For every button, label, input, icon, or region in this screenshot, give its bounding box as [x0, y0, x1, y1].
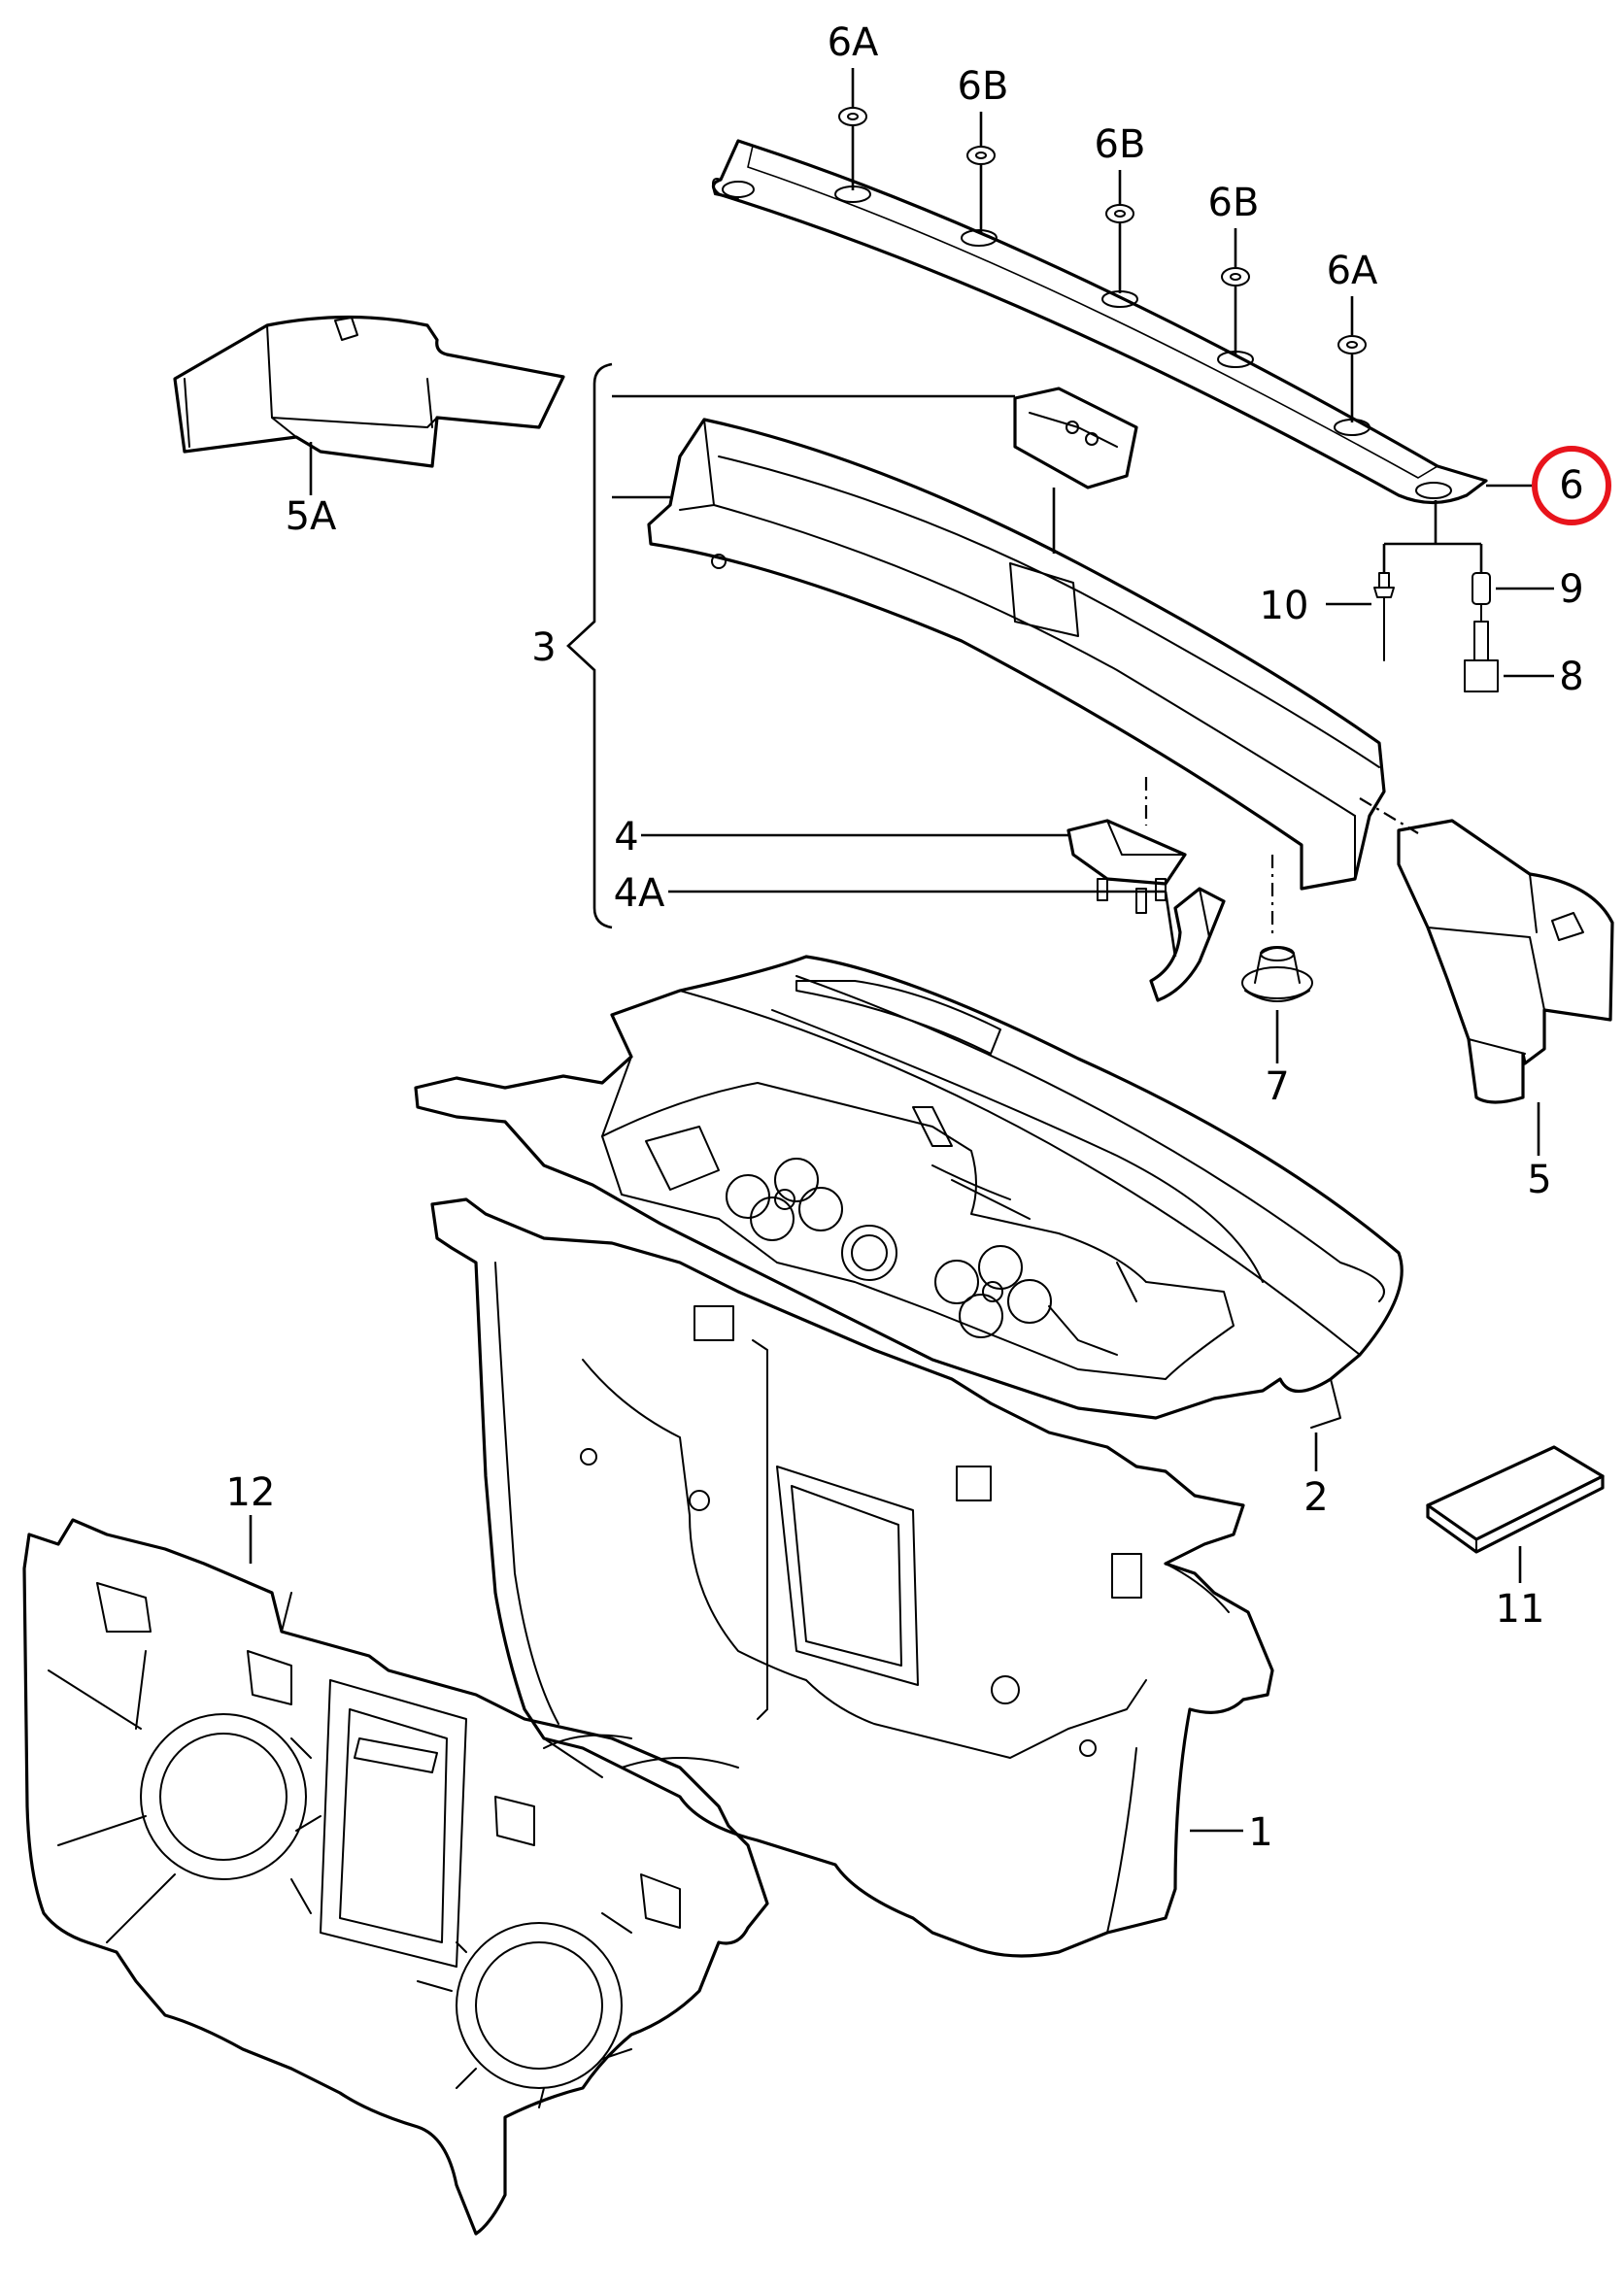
washers-6A-6B: [838, 68, 1367, 422]
part-4-clip: [641, 777, 1187, 901]
label-6A-top: 6A: [828, 20, 879, 65]
label-6A-right: 6A: [1327, 249, 1378, 293]
label-6B-1: 6B: [958, 64, 1009, 109]
label-3: 3: [531, 625, 556, 670]
highlight-circle: [1532, 446, 1611, 525]
label-2: 2: [1303, 1475, 1328, 1520]
label-8: 8: [1559, 655, 1583, 699]
label-6B-2: 6B: [1095, 122, 1146, 167]
part-7-plug: [1241, 855, 1313, 1063]
part-3-cross-member: [647, 418, 1386, 891]
label-12: 12: [226, 1470, 276, 1515]
label-5: 5: [1527, 1158, 1551, 1202]
part-5-right-bracket: [1359, 797, 1614, 1156]
label-4A: 4A: [614, 871, 665, 916]
part-12-insulation-mat: [22, 1515, 769, 2236]
fasteners-8-9-10: [1326, 484, 1554, 692]
part-1-rear-panel: [430, 1197, 1274, 1958]
label-6B-3: 6B: [1208, 181, 1260, 225]
part-5A-left-bracket: [173, 315, 565, 495]
part-6-cover-strip: [711, 139, 1488, 505]
part-2-parcel-shelf: [414, 955, 1404, 1471]
label-7: 7: [1265, 1064, 1289, 1109]
part-11-pad: [1426, 1445, 1605, 1583]
label-9: 9: [1559, 567, 1583, 612]
label-10: 10: [1260, 584, 1309, 628]
label-5A: 5A: [286, 494, 337, 539]
label-6: 6: [1559, 463, 1583, 508]
part-4A-clip: [668, 887, 1226, 1002]
part-3-clip: [1013, 387, 1138, 554]
label-4: 4: [614, 815, 638, 860]
label-11: 11: [1496, 1587, 1545, 1632]
label-1: 1: [1248, 1810, 1272, 1855]
part-3-bracket: [566, 362, 1015, 929]
callout-labels: 6A 6B 6B 6B 6A 6 5A 3 10 9 8 4 4A 7 5 2 …: [226, 20, 1584, 1855]
